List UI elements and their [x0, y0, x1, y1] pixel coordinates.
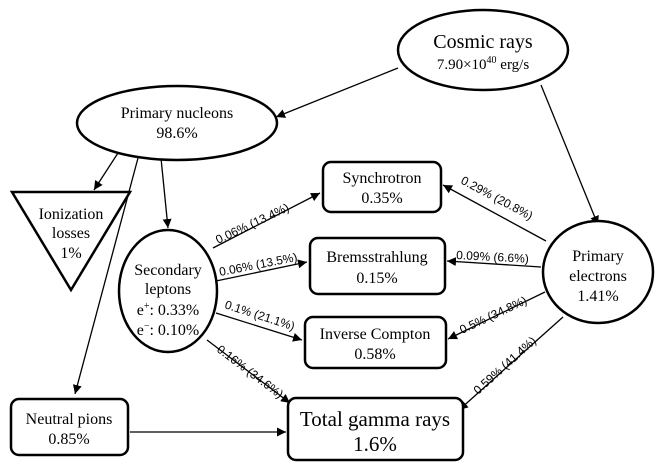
edge-cosmic-to-nucleons — [275, 67, 399, 118]
label-prim-to-total: 0.59% (41.4%) — [471, 334, 539, 398]
bremsstrahlung-value: 0.15% — [356, 270, 397, 287]
node-cosmic-rays: Cosmic rays 7.90×1040 erg/s — [396, 8, 570, 92]
primary-electrons-line1: Primary — [572, 248, 624, 265]
edge-nucleons-to-leptons — [160, 157, 172, 229]
primary-electrons-line2: electrons — [569, 268, 627, 285]
ionization-line2: losses — [52, 225, 90, 242]
secondary-leptons-line2: leptons — [145, 281, 191, 298]
label-prim-to-sync: 0.29% (20.8%) — [459, 173, 536, 223]
node-total-gamma-rays: Total gamma rays 1.6% — [286, 396, 465, 462]
primary-nucleons-value: 98.6% — [156, 125, 197, 142]
total-gamma-title: Total gamma rays — [300, 407, 450, 431]
synchrotron-title: Synchrotron — [342, 170, 421, 187]
label-sec-to-total: 0.16% (34.6%) — [214, 342, 286, 401]
edge-leptons-to-sync — [212, 192, 321, 249]
edge-cosmic-to-electrons — [540, 84, 599, 226]
node-neutral-pions: Neutral pions 0.85% — [9, 397, 130, 457]
node-bremsstrahlung: Bremsstrahlung 0.15% — [308, 236, 447, 296]
cosmic-rays-value: 7.90×1040 erg/s — [437, 55, 530, 73]
edge-electrons-to-ic — [447, 291, 546, 340]
secondary-leptons-eplus: e+: 0.33% — [137, 301, 200, 319]
secondary-leptons-eminus: e−: 0.10% — [137, 321, 200, 339]
primary-nucleons-title: Primary nucleons — [121, 105, 233, 122]
edge-leptons-to-total — [206, 339, 291, 404]
cosmic-rays-title: Cosmic rays — [433, 31, 533, 53]
bremsstrahlung-title: Bremsstrahlung — [326, 249, 427, 266]
edge-electrons-to-brems — [446, 257, 542, 268]
ionization-line3: 1% — [60, 245, 81, 262]
label-sec-to-sync: 0.06% (13.4%) — [213, 200, 291, 246]
neutral-pions-value: 0.85% — [48, 431, 89, 448]
label-prim-to-brems: 0.09% (6.6%) — [456, 248, 529, 266]
edge-electrons-to-total — [458, 316, 564, 411]
node-inverse-compton: Inverse Compton 0.58% — [303, 315, 448, 370]
edges — [72, 67, 599, 437]
edge-electrons-to-sync — [442, 184, 547, 242]
node-primary-electrons: Primary electrons 1.41% — [541, 219, 655, 325]
node-synchrotron: Synchrotron 0.35% — [321, 160, 443, 214]
label-sec-to-ic: 0.1% (21.1%) — [223, 298, 296, 334]
edge-nucleons-to-ionization — [93, 152, 119, 191]
node-secondary-leptons: Secondary leptons e+: 0.33% e−: 0.10% — [117, 228, 219, 354]
node-primary-nucleons: Primary nucleons 98.6% — [75, 84, 279, 162]
primary-electrons-value: 1.41% — [577, 288, 618, 305]
edge-leptons-to-ic — [215, 312, 303, 342]
node-ionization-losses: Ionization losses 1% — [9, 190, 133, 293]
label-sec-to-brems: 0.06% (13.5%) — [218, 250, 299, 279]
synchrotron-value: 0.35% — [361, 190, 402, 207]
edge-leptons-to-brems — [215, 259, 308, 282]
neutral-pions-title: Neutral pions — [26, 411, 113, 428]
total-gamma-value: 1.6% — [353, 432, 397, 456]
inverse-compton-value: 0.58% — [354, 346, 395, 363]
ionization-line1: Ionization — [39, 206, 104, 223]
label-prim-to-ic: 0.5% (34.8%) — [457, 293, 529, 336]
inverse-compton-title: Inverse Compton — [320, 326, 431, 343]
secondary-leptons-line1: Secondary — [134, 262, 202, 279]
